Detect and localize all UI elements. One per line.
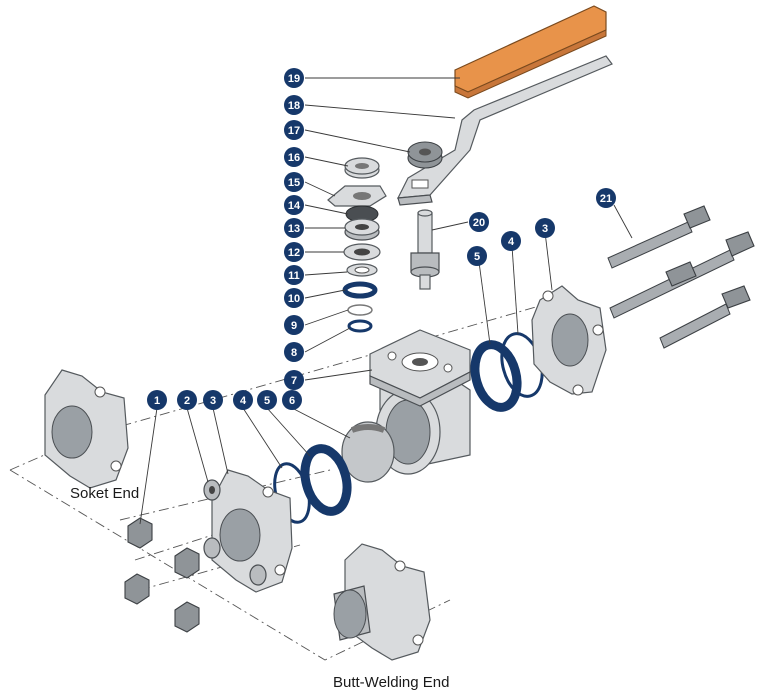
svg-text:20: 20 xyxy=(473,217,485,229)
caption-butt-welding-end: Butt-Welding End xyxy=(333,674,449,691)
svg-text:5: 5 xyxy=(264,395,270,407)
svg-text:13: 13 xyxy=(288,223,300,235)
svg-text:3: 3 xyxy=(210,395,216,407)
svg-text:9: 9 xyxy=(291,320,297,332)
valve-stem xyxy=(410,209,440,290)
callout-13: 13 xyxy=(284,218,304,238)
callout-8: 8 xyxy=(284,342,304,362)
callout-9: 9 xyxy=(284,315,304,335)
svg-text:18: 18 xyxy=(288,100,300,112)
svg-text:15: 15 xyxy=(288,177,300,189)
svg-text:5: 5 xyxy=(474,251,480,263)
stem-stack xyxy=(327,157,387,333)
butt-welding-end-cap xyxy=(333,543,431,661)
callout-10: 10 xyxy=(284,288,304,308)
callout-7: 7 xyxy=(284,370,304,390)
bolts xyxy=(607,205,755,349)
left-end-cap xyxy=(211,469,293,593)
handle-grip xyxy=(454,5,607,99)
svg-text:2: 2 xyxy=(184,395,190,407)
callout-4-right: 4 xyxy=(501,231,521,251)
ball xyxy=(341,421,395,483)
callout-19: 19 xyxy=(284,68,304,88)
callouts: 19 18 17 16 15 14 13 12 11 10 9 8 7 20 2… xyxy=(147,68,616,410)
right-end-cap xyxy=(531,285,607,396)
svg-text:16: 16 xyxy=(288,152,300,164)
callout-20: 20 xyxy=(469,212,489,232)
stem-nut xyxy=(407,141,443,169)
caption-socket-end: Soket End xyxy=(70,485,139,502)
callout-3-right: 3 xyxy=(535,218,555,238)
svg-text:4: 4 xyxy=(240,395,247,407)
callout-2: 2 xyxy=(177,390,197,410)
callout-11: 11 xyxy=(284,265,304,285)
callout-4-left: 4 xyxy=(233,390,253,410)
leader-lines xyxy=(139,77,633,525)
svg-text:10: 10 xyxy=(288,293,300,305)
svg-text:19: 19 xyxy=(288,73,300,85)
callout-21: 21 xyxy=(596,188,616,208)
svg-text:3: 3 xyxy=(542,223,548,235)
svg-text:14: 14 xyxy=(288,200,301,212)
callout-16: 16 xyxy=(284,147,304,167)
callout-5-right: 5 xyxy=(467,246,487,266)
callout-12: 12 xyxy=(284,242,304,262)
callout-1: 1 xyxy=(147,390,167,410)
svg-text:1: 1 xyxy=(154,395,160,407)
svg-text:12: 12 xyxy=(288,247,300,259)
callout-17: 17 xyxy=(284,120,304,140)
socket-end-cap xyxy=(44,369,129,489)
callout-15: 15 xyxy=(284,172,304,192)
handle-lever xyxy=(396,55,613,206)
callout-14: 14 xyxy=(284,195,304,215)
valve-body xyxy=(369,329,471,475)
svg-text:11: 11 xyxy=(288,270,300,282)
svg-text:7: 7 xyxy=(291,375,297,387)
svg-text:21: 21 xyxy=(600,193,612,205)
nuts-and-washers xyxy=(124,479,267,633)
svg-text:8: 8 xyxy=(291,347,297,359)
callout-5-left: 5 xyxy=(257,390,277,410)
svg-text:6: 6 xyxy=(289,395,295,407)
svg-text:17: 17 xyxy=(288,125,300,137)
callout-3-left: 3 xyxy=(203,390,223,410)
callout-18: 18 xyxy=(284,95,304,115)
svg-text:4: 4 xyxy=(508,236,515,248)
callout-6: 6 xyxy=(282,390,302,410)
